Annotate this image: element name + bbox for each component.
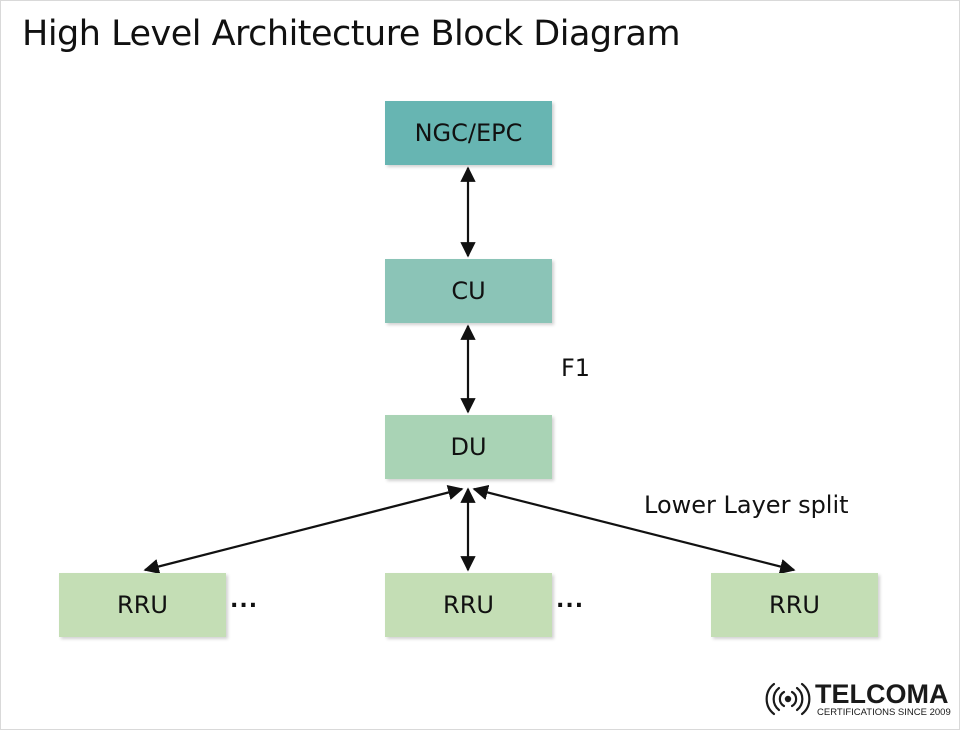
signal-waves-icon [765, 682, 811, 716]
rru-label: RRU [769, 591, 820, 619]
cu-label: CU [451, 277, 486, 305]
arrow-du-rru1 [143, 484, 464, 575]
logo-wordmark: TELCOMA [815, 679, 949, 709]
telcoma-logo: TELCOMA CERTIFICATIONS SINCE 2009 [765, 679, 955, 720]
du-label: DU [450, 433, 487, 461]
arrow-du-rru3 [472, 484, 796, 575]
page-title: High Level Architecture Block Diagram [22, 14, 681, 54]
rru-block-right: RRU [711, 573, 878, 637]
rru-label: RRU [117, 591, 168, 619]
ngc-epc-label: NGC/EPC [414, 119, 523, 147]
f1-interface-label: F1 [561, 354, 591, 382]
cu-block: CU [385, 259, 552, 323]
ngc-epc-block: NGC/EPC [385, 101, 552, 165]
rru-block-left: RRU [59, 573, 226, 637]
rru-label: RRU [443, 591, 494, 619]
ellipsis-right: ... [556, 588, 585, 613]
rru-block-center: RRU [385, 573, 552, 637]
lower-layer-split-label: Lower Layer split [644, 491, 849, 519]
ellipsis-left: ... [230, 588, 259, 613]
logo-tagline: CERTIFICATIONS SINCE 2009 [817, 707, 951, 718]
du-block: DU [385, 415, 552, 479]
